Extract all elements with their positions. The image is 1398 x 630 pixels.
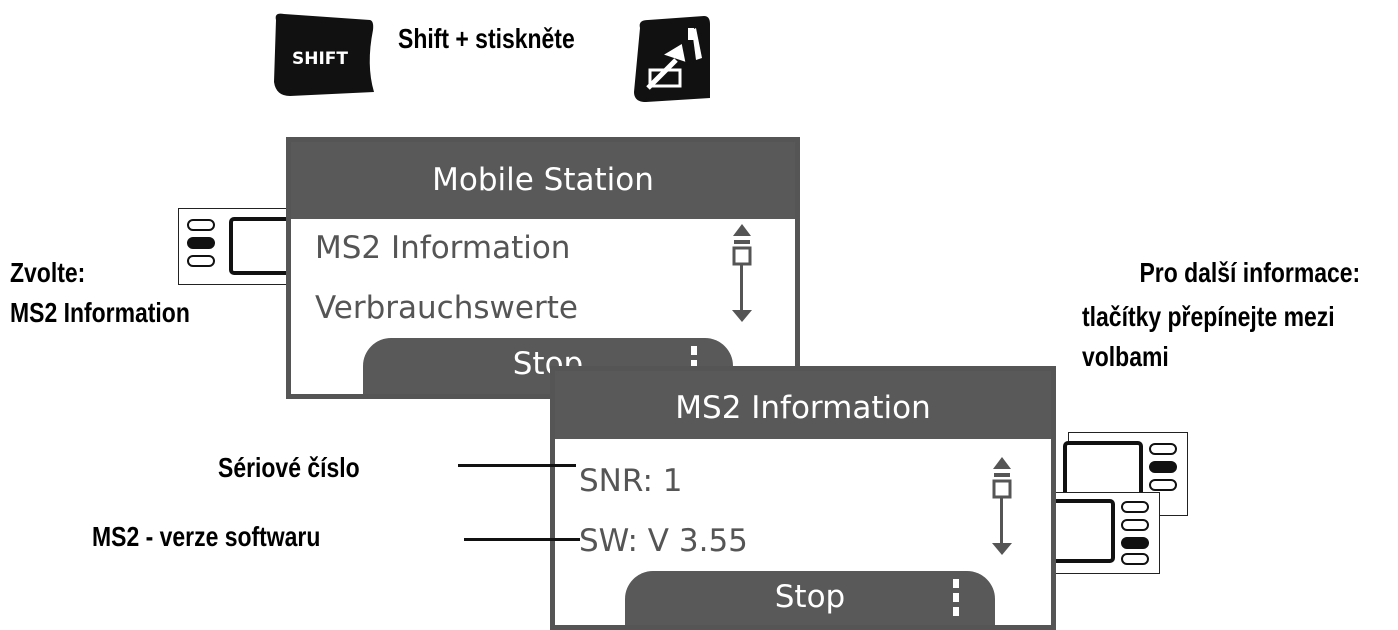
callout-software-leader bbox=[464, 538, 580, 541]
right-caption-line3: volbami bbox=[1082, 341, 1169, 372]
keypad-card-right-front bbox=[1035, 492, 1160, 574]
callout-serial-number: Sériové číslo bbox=[218, 452, 360, 483]
info-software-version: SW: V 3.55 bbox=[579, 523, 748, 559]
info-serial-number: SNR: 1 bbox=[579, 463, 683, 499]
key-up-indicator bbox=[1149, 443, 1177, 455]
key-up-indicator bbox=[187, 219, 215, 231]
display-ms2-information: MS2 Information SNR: 1 SW: V 3.55 Stop bbox=[550, 366, 1056, 630]
key-down-indicator bbox=[1149, 479, 1177, 491]
wrench-turnout-icon bbox=[634, 16, 710, 102]
left-caption-line1: Zvolte: bbox=[10, 257, 86, 288]
stop-dots bbox=[953, 579, 959, 621]
key-up-indicator bbox=[1121, 501, 1149, 513]
menu-item-ms2-information[interactable]: MS2 Information bbox=[315, 230, 571, 266]
callout-serial-leader bbox=[458, 464, 576, 467]
shift-key-icon: SHIFT bbox=[274, 13, 374, 96]
right-caption-line1: Pro další informace: bbox=[1139, 257, 1360, 288]
keypad-card-left bbox=[178, 208, 307, 285]
callout-software-version: MS2 - verze softwaru bbox=[92, 521, 321, 552]
shift-key-label: SHIFT bbox=[292, 49, 348, 69]
display-info-title: MS2 Information bbox=[555, 371, 1051, 439]
scroll-indicator-icon bbox=[732, 224, 752, 322]
key-selected-indicator bbox=[1121, 537, 1149, 549]
stop-label-info: Stop bbox=[774, 579, 846, 615]
display-menu-title: Mobile Station bbox=[291, 142, 795, 219]
key-down-indicator bbox=[1121, 553, 1149, 565]
key-down-indicator bbox=[187, 255, 215, 267]
stop-button-info[interactable]: Stop bbox=[625, 571, 995, 625]
key-selected-indicator bbox=[1149, 461, 1177, 473]
right-caption-line2: tlačítky přepínejte mezi bbox=[1082, 301, 1335, 332]
instruction-text: Shift + stiskněte bbox=[398, 23, 575, 54]
key-selected-indicator bbox=[187, 237, 215, 249]
key-mid-indicator bbox=[1121, 519, 1149, 531]
menu-item-verbrauchswerte[interactable]: Verbrauchswerte bbox=[315, 290, 578, 326]
display-menu: Mobile Station MS2 Information Verbrauch… bbox=[286, 137, 800, 399]
scroll-indicator-icon bbox=[992, 457, 1012, 555]
left-caption-line2: MS2 Information bbox=[10, 297, 190, 328]
